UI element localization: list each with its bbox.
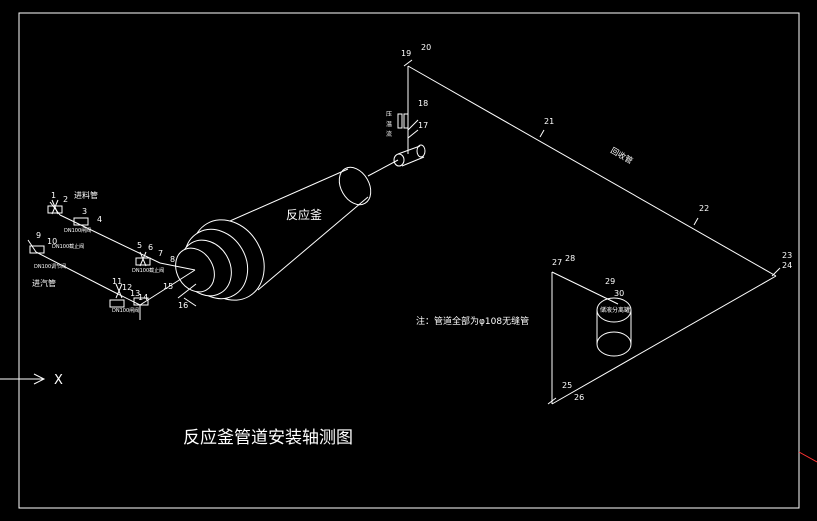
node-11: 11: [112, 277, 122, 286]
separator-tank: 储液分离罐: [596, 297, 632, 357]
node-14: 14: [138, 293, 148, 302]
node-24: 24: [782, 261, 792, 270]
instrument-label-3: 流: [386, 130, 392, 138]
feed-pipe-bottom-label: 进汽管: [32, 278, 56, 288]
node-8: 8: [170, 255, 175, 264]
node-2: 2: [63, 195, 68, 204]
node-9: 9: [36, 231, 41, 240]
node-29: 29: [605, 277, 615, 286]
reactor-label: 反应釜: [286, 207, 322, 222]
valve-label-d: DN100闸阀: [112, 307, 139, 314]
node-26: 26: [574, 393, 584, 402]
node-21: 21: [544, 117, 554, 126]
node-23: 23: [782, 251, 792, 260]
node-13: 13: [130, 289, 140, 298]
node-25: 25: [562, 381, 572, 390]
return-pipe-label: 回收管: [609, 145, 635, 166]
node-5: 5: [137, 241, 142, 250]
node-12: 12: [122, 283, 132, 292]
reactor-outlet-pipe: [367, 159, 399, 177]
node-17: 17: [418, 121, 428, 130]
node-6: 6: [148, 243, 153, 252]
reactor-vessel: 反应釜: [175, 166, 372, 301]
node-numbers: 1 2 3 4 5 6 7 8 9 10 11 12 13 14 15 16 1…: [36, 43, 792, 402]
red-mark: [798, 451, 817, 463]
instrument-label-2: 温: [386, 120, 392, 128]
x-axis-label: X: [54, 373, 63, 388]
instrument-label-1: 压: [386, 111, 392, 118]
node-28: 28: [565, 254, 575, 263]
down-pipe: [551, 275, 777, 405]
node-1: 1: [51, 191, 56, 200]
riser-instruments: 压 温 流: [386, 111, 419, 139]
node-22: 22: [699, 204, 709, 213]
node-4: 4: [97, 215, 102, 224]
node-15: 15: [163, 282, 173, 291]
node-27: 27: [552, 258, 562, 267]
valve-label-a: DN100闸阀: [64, 227, 91, 234]
outlet-nozzle: [393, 144, 426, 167]
node-10: 10: [47, 237, 57, 246]
feed-pipe-top-label: 进料管: [74, 190, 98, 200]
return-pipe: [407, 65, 777, 277]
node-16: 16: [178, 301, 188, 310]
valve-label-b: DN100截止阀: [132, 267, 164, 274]
drawing-frame: [18, 12, 800, 509]
left-pipework: 进料管 进汽管 DN100闸阀 DN100截止阀 DN100调节阀 DN100闸…: [27, 190, 197, 320]
node-3: 3: [82, 207, 87, 216]
valve-label-c: DN100调节阀: [34, 263, 66, 270]
tank-label: 储液分离罐: [600, 306, 630, 314]
node-30: 30: [614, 289, 624, 298]
node-20: 20: [421, 43, 431, 52]
node-18: 18: [418, 99, 428, 108]
node-19: 19: [401, 49, 411, 58]
pipe-note: 注：管道全部为φ108无缝管: [416, 315, 529, 327]
drawing-title: 反应釜管道安装轴测图: [183, 428, 353, 448]
valve-label-e: DN100截止阀: [52, 243, 84, 250]
node-7: 7: [158, 249, 163, 258]
x-axis-indicator: X: [0, 373, 63, 388]
